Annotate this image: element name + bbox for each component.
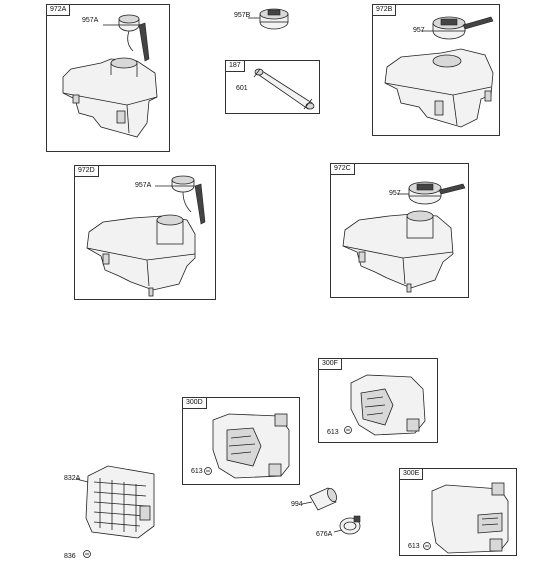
fuel-cap-icon: [421, 16, 494, 40]
fuel-cap-icon: [103, 14, 150, 62]
panel-tag-300d: 300D: [182, 397, 207, 409]
part-label-613: 613: [191, 468, 203, 475]
fuel-line-icon: [301, 487, 338, 511]
part-label-957a: 957A: [135, 182, 152, 189]
part-label-957: 957: [389, 190, 401, 197]
panel-187: 187 601: [225, 60, 320, 114]
panel-300d: 300D 613: [182, 397, 300, 485]
part-label-994: 994: [291, 501, 303, 508]
panel-972c: 972C 957: [330, 163, 469, 298]
fuel-cap-icon: [397, 181, 466, 205]
screw-icon: [423, 542, 431, 550]
panel-tag-300f: 300F: [318, 358, 342, 370]
panel-tag-300e: 300E: [399, 468, 424, 480]
panel-tag-972a: 972A: [46, 4, 71, 16]
panel-300f: 300F 613: [318, 358, 438, 443]
part-label-676a: 676A: [316, 531, 333, 538]
muffler-icon: [212, 413, 290, 479]
panel-300e: 300E 613: [399, 468, 517, 556]
part-label-957b: 957B: [234, 12, 251, 19]
part-label-613: 613: [408, 543, 420, 550]
fuel-tank-icon: [342, 210, 454, 293]
part-label-613: 613: [327, 429, 339, 436]
panel-972b: 972B 957: [372, 4, 500, 136]
part-label-957a: 957A: [82, 17, 99, 24]
fuel-tank-icon: [384, 48, 494, 128]
part-label-601: 601: [236, 85, 248, 92]
screw-icon: [83, 550, 91, 558]
clamp-icon: [333, 515, 361, 535]
fuel-cap-icon: [155, 175, 206, 225]
fuel-line-icon: [253, 68, 315, 110]
panel-972a: 972A 957A: [46, 4, 170, 152]
part-label-836: 836: [64, 553, 76, 560]
part-label-832a: 832A: [64, 475, 81, 482]
panel-972d: 972D 957A: [74, 165, 216, 300]
fuel-tank-icon: [86, 214, 196, 297]
fuel-tank-icon: [62, 57, 158, 138]
panel-tag-972c: 972C: [330, 163, 355, 175]
panel-tag-972d: 972D: [74, 165, 99, 177]
fuel-cap-icon: [248, 8, 289, 30]
guard-icon: [75, 465, 155, 539]
screw-icon: [344, 426, 352, 434]
part-label-957: 957: [413, 27, 425, 34]
muffler-icon: [350, 374, 426, 436]
screw-icon: [204, 467, 212, 475]
panel-tag-972b: 972B: [372, 4, 397, 16]
panel-tag-187: 187: [225, 60, 245, 72]
muffler-icon: [431, 482, 509, 554]
